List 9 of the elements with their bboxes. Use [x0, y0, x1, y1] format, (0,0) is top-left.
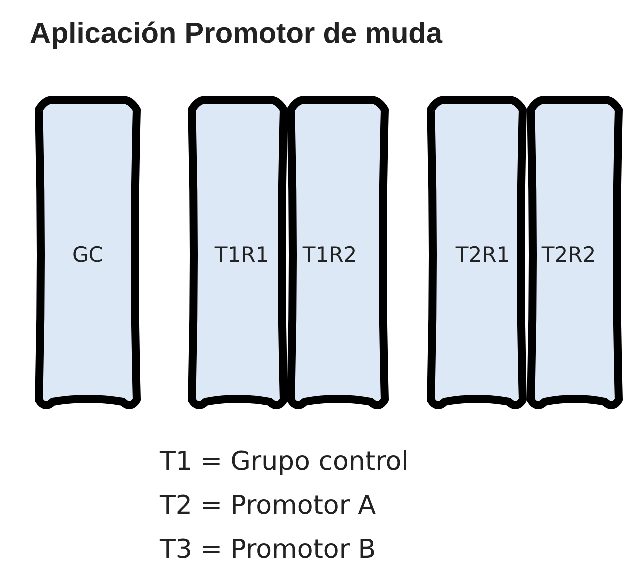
panel-label: T2R2: [542, 243, 596, 267]
legend-note: T1 = Grupo control: [160, 446, 409, 479]
legend-note: T2 = Promotor A: [160, 490, 378, 523]
panel-label: T1R1: [214, 243, 270, 267]
panel-label: GC: [72, 243, 104, 267]
legend-note: T3 = Promotor B: [160, 534, 378, 567]
panel-label: T2R1: [456, 243, 510, 267]
title: Aplicación Promotor de muda: [30, 18, 442, 51]
panel-label: T1R2: [302, 243, 358, 267]
